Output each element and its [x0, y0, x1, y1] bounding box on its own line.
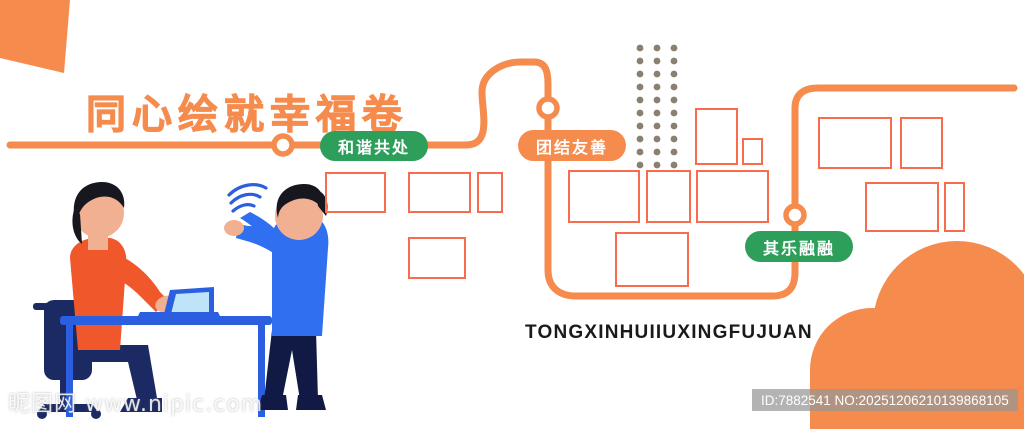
node-right — [783, 203, 807, 227]
label-pill-harmony[interactable]: 和谐共处 — [320, 131, 428, 161]
pinyin-subtitle: TONGXINHUIIUXINGFUJUAN — [525, 322, 813, 343]
people-illustration — [33, 182, 329, 419]
frame-right-2 — [900, 117, 943, 169]
label-pill-joy[interactable]: 其乐融融 — [745, 231, 853, 262]
frame-right-4 — [944, 182, 965, 232]
connector-lines — [6, 58, 1018, 300]
page-title: 同心绘就幸福卷 — [86, 92, 408, 139]
frame-left-4 — [408, 237, 466, 279]
frame-mid-1 — [568, 170, 640, 223]
frame-right-3 — [865, 182, 939, 232]
frame-mid-2 — [646, 170, 691, 223]
label-pill-unity-text: 团结友善 — [535, 137, 608, 157]
label-pill-unity[interactable]: 团结友善 — [518, 130, 626, 161]
node-mid — [536, 96, 560, 120]
frame-left-3 — [477, 172, 503, 213]
asset-id-badge: ID:7882541 NO:20251206210139868105 — [752, 389, 1018, 411]
label-pill-joy-text: 其乐融融 — [762, 238, 835, 258]
label-pill-harmony-text: 和谐共处 — [337, 138, 410, 157]
dot-grid — [636, 44, 678, 169]
corner-orange-shape — [0, 0, 70, 73]
frame-mid-tall — [695, 108, 738, 165]
node-left — [271, 133, 295, 157]
connector-nodes — [271, 96, 807, 227]
frame-right-1 — [818, 117, 892, 169]
frame-mid-4 — [615, 232, 689, 287]
frame-left-1 — [325, 172, 386, 213]
laptop — [136, 287, 222, 320]
frame-mid-tiny — [742, 138, 763, 165]
wave-signal-icon — [227, 183, 268, 213]
standing-person — [224, 184, 329, 410]
frame-mid-3 — [696, 170, 769, 223]
frame-left-2 — [408, 172, 471, 213]
